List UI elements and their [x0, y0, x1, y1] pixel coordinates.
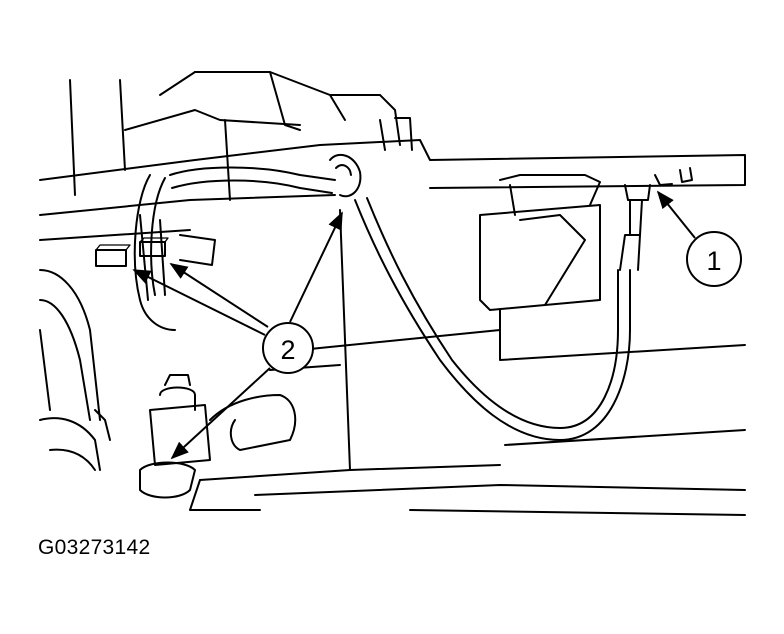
callout-1-label: 1 [706, 246, 721, 276]
wiring-harness [95, 153, 693, 441]
callout-2: 2 [132, 211, 343, 460]
callout-2-label: 2 [280, 335, 295, 365]
callout-1: 1 [656, 190, 742, 287]
figure-id-label: G03273142 [38, 536, 151, 559]
vehicle-structure [39, 71, 746, 516]
